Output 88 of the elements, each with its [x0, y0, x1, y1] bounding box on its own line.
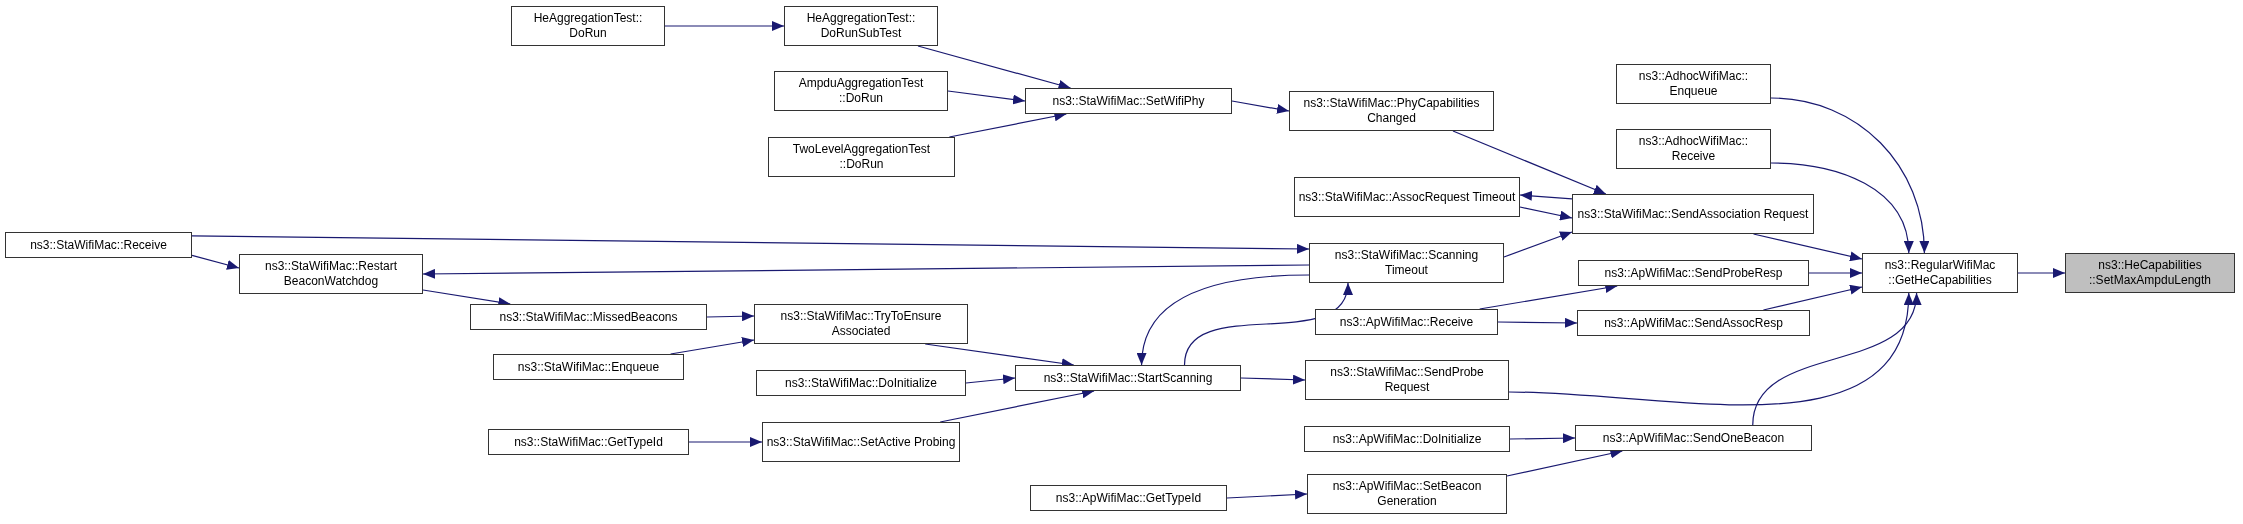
arrow — [917, 45, 1072, 90]
function-box — [5, 232, 192, 258]
function-box — [768, 137, 955, 177]
function-box — [1616, 129, 1771, 169]
function-box — [756, 370, 966, 396]
function-box — [1577, 310, 1810, 336]
function-name: ns3::ApWifiMac::DoInitialize — [1332, 431, 1482, 447]
arrow — [1752, 233, 1863, 262]
function-box — [1030, 485, 1227, 511]
arrow — [191, 235, 1310, 254]
arrow — [947, 90, 1026, 105]
function-box — [784, 6, 938, 46]
function-name: TwoLevelAggregationTest ::DoRun — [791, 142, 932, 172]
arrow — [1183, 282, 1351, 366]
function-name: ns3::StaWifiMac::GetTypeId — [514, 434, 663, 450]
function-name: ns3::StaWifiMac::SendAssociation Request — [1577, 206, 1809, 222]
function-name: ns3::StaWifiMac::SendProbe Request — [1329, 365, 1485, 395]
function-name: ns3::StaWifiMac::Scanning Timeout — [1333, 248, 1480, 278]
function-box — [1289, 91, 1494, 131]
function-name: ns3::StaWifiMac::AssocRequest Timeout — [1298, 189, 1516, 205]
arrow — [1137, 274, 1310, 366]
function-name: ns3::ApWifiMac::Receive — [1339, 314, 1474, 330]
function-name: ns3::StaWifiMac::TryToEnsure Associated — [779, 309, 943, 339]
arrow — [191, 254, 240, 270]
function-box — [511, 6, 665, 46]
arrow — [965, 374, 1016, 385]
arrow — [664, 21, 785, 31]
function-box — [1575, 425, 1812, 451]
function-box — [774, 71, 948, 111]
function-box — [239, 254, 423, 294]
function-box — [470, 304, 707, 330]
function-box — [1015, 365, 1241, 391]
function-box — [1309, 243, 1504, 283]
arrow — [1752, 292, 1920, 426]
function-name: ns3::StaWifiMac::SetActive Probing — [766, 434, 956, 450]
function-name: ns3::StaWifiMac::Enqueue — [517, 359, 660, 375]
arrow — [422, 264, 1310, 279]
arrow — [1508, 292, 1913, 406]
function-name: ns3::ApWifiMac::SendOneBeacon — [1602, 430, 1785, 446]
arrow — [706, 311, 755, 322]
function-box — [1616, 64, 1771, 104]
function-box — [1572, 194, 1814, 234]
function-name: ns3::AdhocWifiMac:: Enqueue — [1637, 69, 1750, 99]
arrow — [1231, 100, 1290, 114]
function-name: ns3::ApWifiMac::GetTypeId — [1055, 490, 1202, 506]
arrow — [1519, 190, 1573, 201]
function-name: ns3::StaWifiMac::StartScanning — [1043, 370, 1213, 386]
function-name: ns3::ApWifiMac::SetBeacon Generation — [1331, 479, 1483, 509]
function-name: ns3::StaWifiMac::Restart BeaconWatchdog — [263, 259, 398, 289]
arrow — [1770, 162, 1913, 254]
function-box — [1307, 474, 1507, 514]
function-name: ns3::StaWifiMac::Receive — [30, 237, 167, 253]
function-name: ns3::StaWifiMac::DoInitialize — [784, 375, 938, 391]
function-name: ns3::ApWifiMac::SendAssocResp — [1604, 315, 1783, 331]
function-name: ns3::StaWifiMac::MissedBeacons — [499, 309, 678, 325]
arrow — [1240, 374, 1306, 385]
arrow — [1226, 489, 1308, 500]
function-name: HeAggregationTest:: DoRunSubTest — [805, 11, 917, 41]
function-name: ns3::StaWifiMac::SetWifiPhy — [1052, 93, 1205, 109]
arrow — [1452, 130, 1607, 195]
function-name: ns3::StaWifiMac::PhyCapabilities Changed — [1302, 96, 1481, 126]
function-box — [1304, 426, 1510, 452]
function-box — [762, 422, 960, 462]
arrow — [688, 437, 763, 447]
arrow — [2017, 268, 2066, 278]
arrow — [1762, 284, 1863, 311]
function-box — [1294, 177, 1520, 217]
function-box — [1578, 260, 1809, 286]
function-box — [1315, 309, 1498, 335]
function-box — [488, 429, 689, 455]
arrow — [1770, 97, 1929, 254]
function-name: HeAggregationTest:: DoRun — [532, 11, 644, 41]
function-name: ns3::RegularWifiMac ::GetHeCapabilities — [1883, 258, 1997, 288]
function-box — [1025, 88, 1232, 114]
function-box — [493, 354, 684, 380]
function-name: ns3::ApWifiMac::SendProbeResp — [1604, 265, 1783, 281]
arrow — [1519, 206, 1573, 221]
function-box — [2065, 253, 2235, 293]
arrow — [1497, 317, 1578, 328]
function-box — [1305, 360, 1509, 400]
function-name: AmpduAggregationTest ::DoRun — [797, 76, 925, 106]
arrow — [1808, 268, 1863, 278]
function-box — [1862, 253, 2018, 293]
arrow — [1509, 433, 1576, 444]
function-name: ns3::AdhocWifiMac:: Receive — [1637, 134, 1750, 164]
function-box — [754, 304, 968, 344]
function-name: ns3::HeCapabilities ::SetMaxAmpduLength — [2087, 258, 2213, 288]
arrow — [1503, 231, 1573, 258]
